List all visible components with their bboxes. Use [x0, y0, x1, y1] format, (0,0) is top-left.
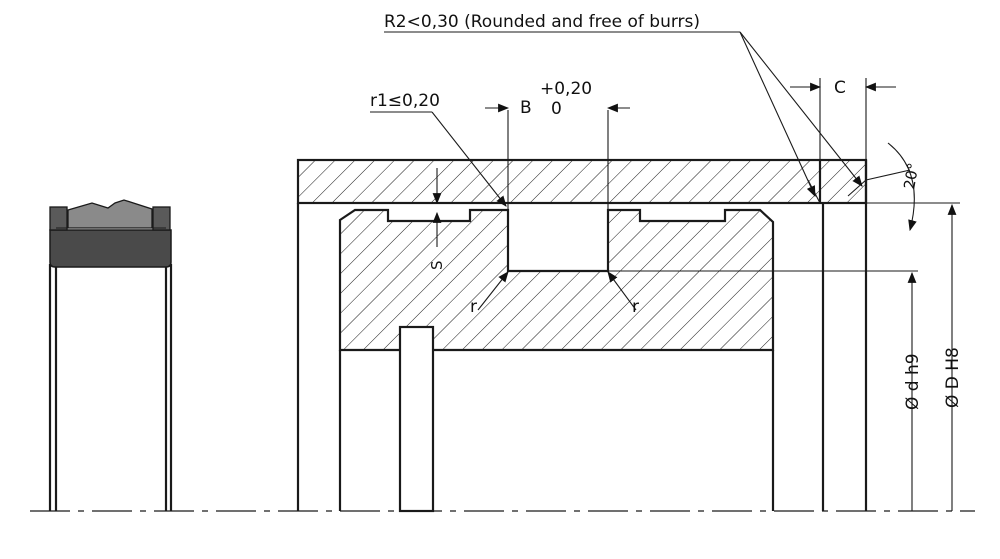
seal-ring-left [49, 206, 68, 231]
label-s: S [428, 260, 446, 270]
dimension-b: B +0,20 0 [485, 79, 630, 271]
leader-r-right: r [607, 271, 639, 317]
label-dia-D: Ø D H8 [943, 347, 963, 408]
seal-body [49, 229, 172, 268]
dimension-angle: 20° [865, 142, 923, 232]
dimension-s: S [428, 168, 446, 270]
leader-r1: r1≤0,20 [370, 91, 507, 207]
leader-r-left: r [470, 271, 509, 317]
seal-ring-right [152, 206, 171, 231]
housing [296, 158, 868, 511]
seal-lip [67, 199, 153, 229]
dimension-dia-d: Ø d h9 [608, 270, 923, 511]
label-dia-d: Ø d h9 [903, 353, 923, 410]
label-r-right: r [632, 297, 639, 317]
label-tol-upper: +0,20 [540, 79, 592, 99]
dimension-dia-D: Ø D H8 [866, 202, 963, 511]
label-r-left: r [470, 297, 477, 317]
label-b: B [520, 98, 532, 118]
label-angle: 20° [900, 161, 922, 190]
seal-profile [48, 199, 173, 511]
leader-r2: R2<0,30 (Rounded and free of burrs) [384, 12, 863, 198]
dimension-c: C [790, 78, 896, 160]
label-tol-lower: 0 [551, 99, 562, 119]
label-r2-note: R2<0,30 (Rounded and free of burrs) [384, 12, 700, 32]
label-c: C [834, 78, 846, 98]
rod [398, 325, 435, 513]
piston [338, 208, 775, 513]
label-r1: r1≤0,20 [370, 91, 440, 111]
